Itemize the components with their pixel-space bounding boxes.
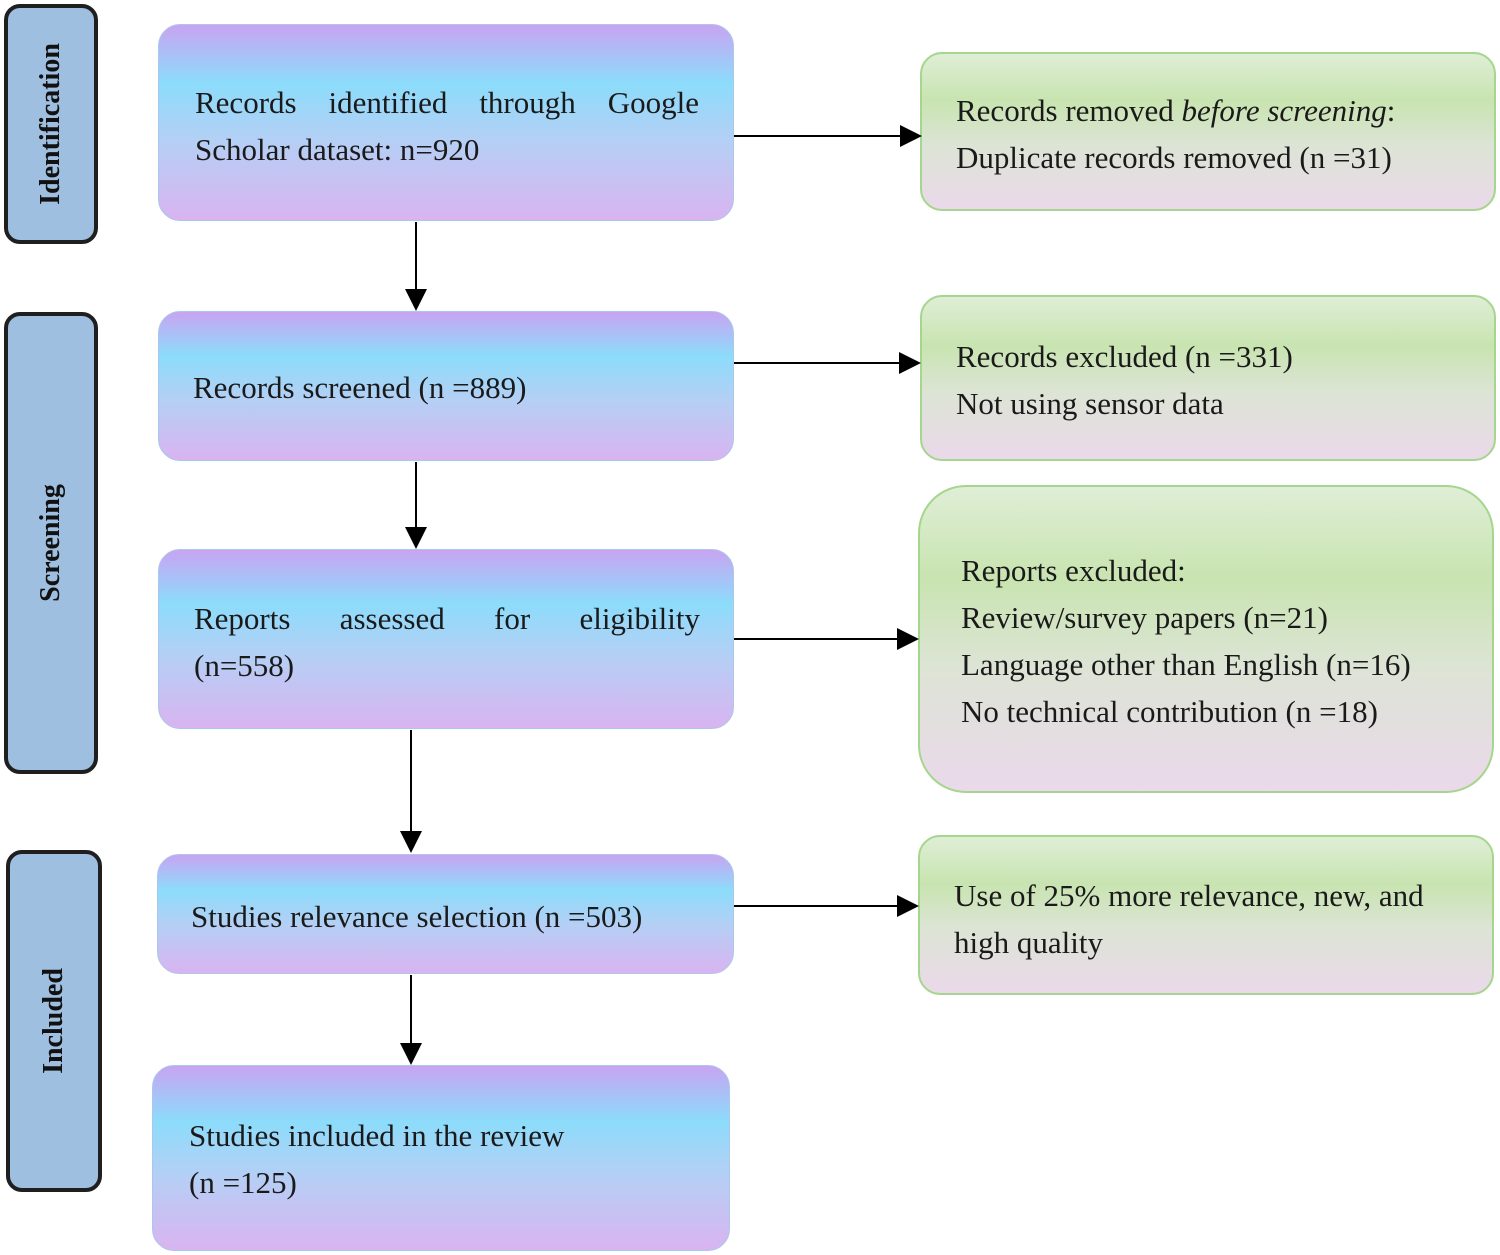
box-relevance-note: Use of 25% more relevance, new, and high… [918, 835, 1494, 995]
arrow-identified-to-screened [405, 222, 427, 311]
reports-excluded-line2: Review/survey papers (n=21) [961, 600, 1328, 635]
arrow-screened-to-excluded [734, 352, 921, 374]
arrow-assessed-to-relevance [400, 730, 422, 853]
records-excluded-line2: Not using sensor data [956, 386, 1224, 421]
reports-excluded-line4: No technical contribution (n =18) [961, 694, 1378, 729]
records-screened-line1: Records screened (n =889) [193, 370, 527, 405]
stage-identification: Identification [4, 4, 98, 244]
stage-screening: Screening [4, 312, 98, 774]
relevance-note-line2: high quality [954, 925, 1103, 960]
records-identified-line1: Records identified through Google [195, 85, 699, 120]
studies-included-line2: (n =125) [189, 1165, 297, 1200]
relevance-note-line1: Use of 25% more relevance, new, and [954, 878, 1424, 913]
box-records-removed: Records removed before screening: Duplic… [920, 52, 1496, 211]
box-studies-relevance: Studies relevance selection (n =503) [157, 854, 734, 974]
arrow-assessed-to-reports-excluded [734, 628, 919, 650]
stage-included: Included [6, 850, 102, 1192]
reports-assessed-line1: Reports assessed for eligibility [194, 601, 700, 636]
arrow-relevance-to-note [734, 895, 919, 917]
box-studies-included: Studies included in the review (n =125) [152, 1065, 730, 1251]
records-removed-prefix: Records removed [956, 93, 1182, 128]
box-records-identified: Records identified through Google Schola… [158, 24, 734, 221]
records-removed-emphasis: before screening [1181, 93, 1387, 128]
records-removed-line2: Duplicate records removed (n =31) [956, 140, 1392, 175]
box-records-excluded: Records excluded (n =331) Not using sens… [920, 295, 1496, 461]
records-excluded-line1: Records excluded (n =331) [956, 339, 1293, 374]
studies-relevance-line1: Studies relevance selection (n =503) [191, 899, 643, 934]
arrow-screened-to-assessed [405, 462, 427, 549]
records-removed-suffix: : [1386, 93, 1396, 128]
box-reports-excluded: Reports excluded: Review/survey papers (… [918, 485, 1494, 793]
arrow-relevance-to-included [400, 975, 422, 1065]
reports-excluded-line1: Reports excluded: [961, 553, 1186, 588]
studies-included-line1: Studies included in the review [189, 1118, 565, 1153]
records-identified-line2: Scholar dataset: n=920 [195, 132, 480, 167]
arrow-identified-to-removed [734, 125, 922, 147]
box-reports-assessed: Reports assessed for eligibility (n=558) [158, 549, 734, 729]
records-removed-line1: Records removed before screening: [956, 87, 1486, 134]
reports-excluded-line3: Language other than English (n=16) [961, 647, 1411, 682]
box-records-screened: Records screened (n =889) [158, 311, 734, 461]
reports-assessed-line2: (n=558) [194, 648, 295, 683]
